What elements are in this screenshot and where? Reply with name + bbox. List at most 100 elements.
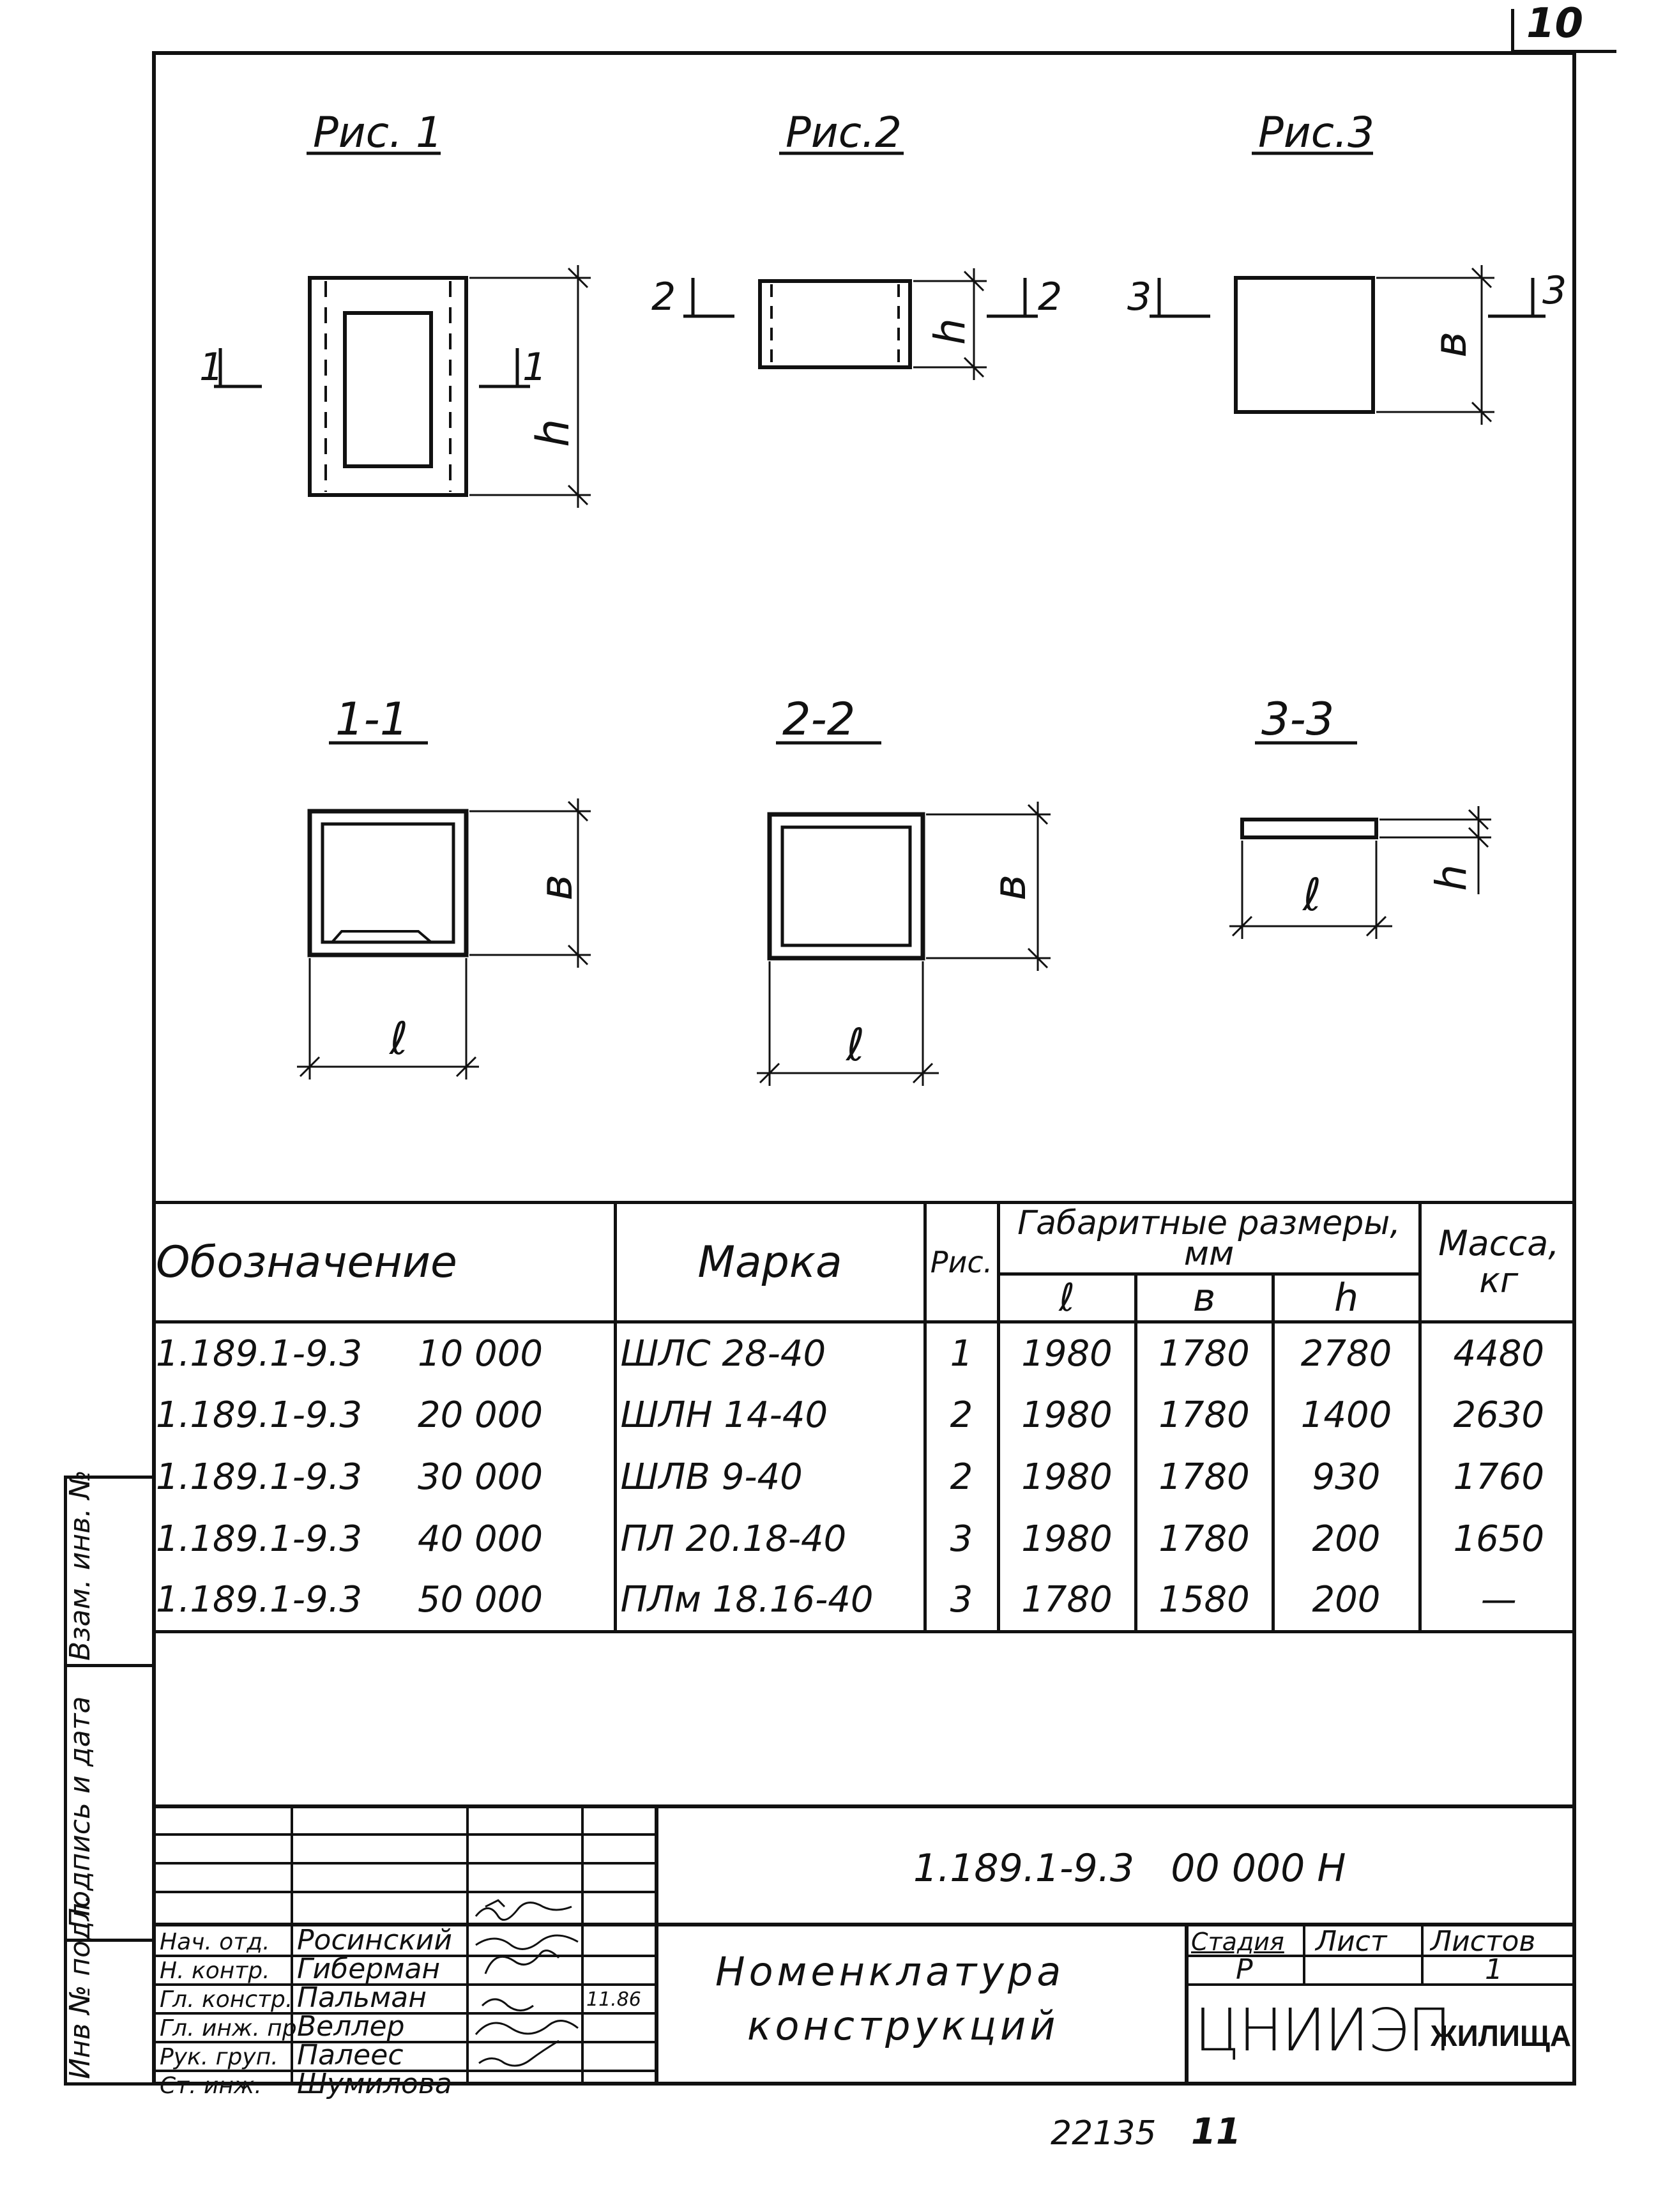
sheet-number: 10 [1526,0,1584,47]
header-designation: Обозначение [152,1201,617,1323]
table-subheader-row: ℓ в h [152,1272,1576,1323]
doc-code: 1.189.1-9.3 00 000 Н [913,1846,1346,1891]
row-l: 1780 [996,1569,1137,1632]
row-b: 1780 [1134,1322,1275,1384]
row-fig: 1 [923,1322,1000,1384]
doc-title-line2: конструкций [747,2002,1060,2049]
row-l: 1980 [996,1384,1137,1446]
signer-name: Веллер [297,2010,405,2043]
fig3-title: Рис.3 [1258,108,1374,157]
sec3-title: 3-3 [1261,693,1334,745]
signer-name: Гиберман [297,1953,441,1985]
sec1-dim-l: ℓ [389,1012,408,1065]
fig2-cut-left: 2 [651,275,676,319]
side-inv-replace: Взам. инв. № [64,1470,96,1661]
row-designation-text: 1.189.1-9.3 [156,1579,363,1621]
fig2-drawing: h 2 2 [651,268,1062,380]
row-code: 40 000 [418,1518,543,1560]
row-fig: 2 [923,1384,1000,1446]
signer-name: Палеес [297,2039,404,2071]
header-fig: Рис. [923,1201,1000,1323]
fig1-cut-right: 1 [522,345,547,390]
row-h: 930 [1271,1445,1422,1508]
stage-label: Стадия [1191,1928,1284,1956]
row-mass: 4480 [1418,1322,1576,1384]
sheets-value: 1 [1485,1953,1503,1986]
row-code: 10 000 [418,1332,543,1375]
sec2-dim-l: ℓ [846,1019,865,1071]
row-b: 1780 [1134,1445,1275,1508]
table-header-row: Обозначение Марка Рис. Габаритные размер… [152,1201,1576,1323]
signer-name: Росинский [297,1924,452,1956]
fig2-cut-right: 2 [1038,275,1062,319]
drawing-frame [152,51,1576,2086]
signer-role: Гл. констр. [160,1987,293,2013]
row-b: 1780 [1134,1384,1275,1446]
row-h: 2780 [1271,1322,1422,1384]
header-mark: Марка [613,1201,927,1323]
corner-tick [1511,9,1514,54]
row-l: 1980 [996,1322,1137,1384]
row-designation-text: 1.189.1-9.3 [156,1394,363,1436]
signer-role: Гл. инж. пр. [160,2015,305,2041]
sec2-dim-b: в [984,874,1036,901]
row-mark: ШЛН 14-40 [613,1384,927,1446]
header-dims: Габаритные размеры, мм [996,1201,1422,1276]
row-mark: ПЛ 20.18-40 [613,1507,927,1570]
row-designation: 1.189.1-9.3 20 000 [152,1384,617,1446]
fig3-drawing: в 3 3 [1127,265,1567,425]
row-designation-text: 1.189.1-9.3 [156,1518,363,1560]
header-b: в [1134,1272,1275,1323]
row-code: 50 000 [418,1579,543,1621]
row-mark: ПЛм 18.16-40 [613,1569,927,1632]
fig2-title: Рис.2 [786,108,902,157]
row-h: 1400 [1271,1384,1422,1446]
fig1-cut-left: 1 [199,345,224,390]
row-mass: — [1418,1569,1576,1632]
section1-drawing: в ℓ [297,798,591,1079]
row-l: 1980 [996,1507,1137,1570]
row-code: 30 000 [418,1456,543,1498]
spec-table: Обозначение Марка Рис. Габаритные размер… [152,1201,1576,1820]
org-logo: ЦНИИЭП [1194,1996,1452,2064]
sec1-title: 1-1 [335,693,408,745]
section2-drawing: в ℓ [757,802,1051,1086]
signer-name: Шумилова [297,2068,452,2100]
row-l: 1980 [996,1445,1137,1508]
row-fig: 2 [923,1445,1000,1508]
stage-value: Р [1236,1953,1253,1986]
fig1-dim-h: h [527,419,579,447]
row-fig: 3 [923,1507,1000,1570]
header-h: h [1271,1272,1422,1323]
archive-number: 22135 [1051,2114,1157,2153]
fig1-drawing: h 1 1 [199,265,591,508]
row-designation: 1.189.1-9.3 40 000 [152,1507,617,1570]
row-mass: 1760 [1418,1445,1576,1508]
row-b: 1580 [1134,1569,1275,1632]
sheet-label: Лист [1316,1925,1387,1958]
row-h: 200 [1271,1507,1422,1570]
row-mass: 1650 [1418,1507,1576,1570]
sec3-dim-l: ℓ [1302,869,1321,921]
fig3-cut-right: 3 [1542,268,1567,313]
row-code: 20 000 [418,1394,543,1436]
table-empty-row [152,1630,1576,1820]
fig3-dim-b: в [1424,332,1477,358]
fig2-dim-h: h [925,318,975,345]
side-sign-date: Подпись и дата [64,1696,96,1929]
row-designation: 1.189.1-9.3 30 000 [152,1445,617,1508]
side-inv-orig: Инв № подл. [64,1894,96,2079]
row-fig: 3 [923,1569,1000,1632]
row-mark: ШЛВ 9-40 [613,1445,927,1508]
header-l: ℓ [996,1272,1137,1323]
header-mass: Масса, кг [1418,1201,1576,1323]
row-designation-text: 1.189.1-9.3 [156,1456,363,1498]
row-mark: ШЛС 28-40 [613,1322,927,1384]
